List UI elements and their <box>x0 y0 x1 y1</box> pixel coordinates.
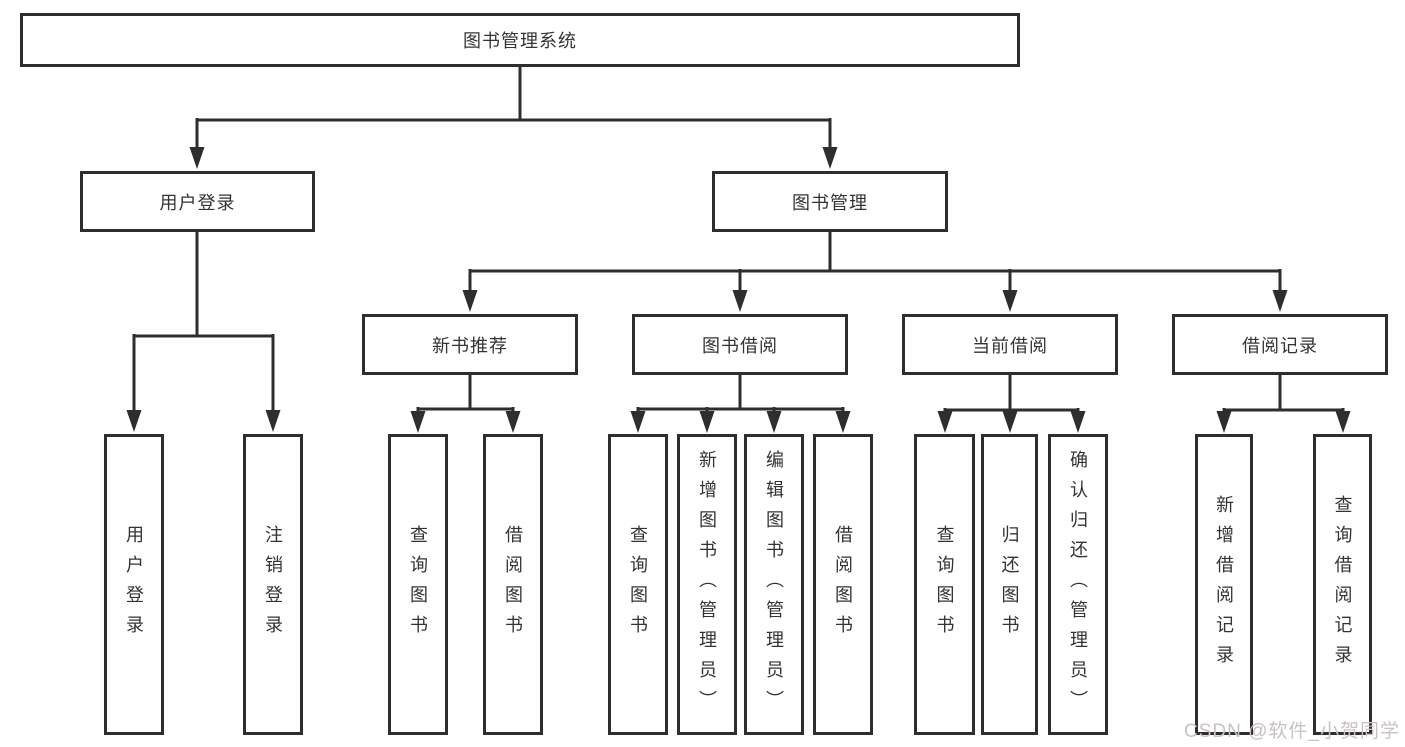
leaf-borrow-books-1: 借阅图书 <box>483 434 543 735</box>
node-label: 借阅记录 <box>1242 335 1318 356</box>
leaf-borrow-books-2: 借阅图书 <box>813 434 873 735</box>
node-label: 归还图书 <box>999 524 1020 645</box>
node-new-book-recommend: 新书推荐 <box>362 314 578 375</box>
arrowhead <box>732 290 748 312</box>
connector-root-to-level2 <box>195 67 832 150</box>
connector-current-to-leaves <box>943 375 1080 413</box>
node-label: 新增图书（管理员） <box>697 449 717 720</box>
node-label: 查询图书 <box>934 524 955 645</box>
connector-borrow-to-leaves <box>636 375 845 413</box>
arrowhead <box>822 147 838 169</box>
csdn-watermark: CSDN @软件_小贺同学 <box>1184 721 1400 742</box>
arrowhead <box>937 411 953 433</box>
leaf-add-borrow-record: 新增借阅记录 <box>1195 434 1253 735</box>
arrowhead <box>766 411 782 433</box>
arrowheads <box>126 147 1351 433</box>
node-label: 借阅图书 <box>833 524 853 645</box>
node-label: 用户登录 <box>159 192 236 213</box>
leaf-logout: 注销登录 <box>243 434 303 735</box>
arrowhead <box>126 410 142 432</box>
node-label: 当前借阅 <box>972 335 1048 356</box>
node-label: 图书管理系统 <box>463 31 577 51</box>
leaf-return-books: 归还图书 <box>981 434 1038 735</box>
leaf-confirm-return-admin: 确认归还（管理员） <box>1048 434 1108 735</box>
arrowhead <box>462 290 478 312</box>
arrowhead <box>410 411 426 433</box>
node-label: 确认归还（管理员） <box>1068 449 1088 720</box>
node-label: 图书借阅 <box>702 335 778 356</box>
node-label: 查询借阅记录 <box>1332 494 1353 675</box>
node-borrow-records: 借阅记录 <box>1172 314 1388 375</box>
leaf-query-books-1: 查询图书 <box>388 434 448 735</box>
node-current-borrow: 当前借阅 <box>902 314 1118 375</box>
arrowhead <box>505 411 521 433</box>
node-label: 新书推荐 <box>432 335 508 356</box>
arrowhead <box>699 411 715 433</box>
arrowhead <box>1070 411 1086 433</box>
leaf-query-books-2: 查询图书 <box>608 434 668 735</box>
node-book-management-branch: 图书管理 <box>712 171 948 232</box>
arrowhead <box>1272 290 1288 312</box>
node-root-system: 图书管理系统 <box>20 13 1020 67</box>
node-label: 编辑图书（管理员） <box>764 449 784 720</box>
arrowhead <box>630 411 646 433</box>
node-label: 借阅图书 <box>503 524 523 645</box>
node-label: 新增借阅记录 <box>1214 494 1234 675</box>
arrowhead <box>265 410 281 432</box>
node-label: 图书管理 <box>792 192 868 213</box>
node-label: 用户登录 <box>124 524 144 645</box>
arrowhead <box>189 147 205 169</box>
connector-newbook-to-leaves <box>416 375 515 413</box>
node-label: 查询图书 <box>408 524 428 645</box>
leaf-query-books-3: 查询图书 <box>914 434 975 735</box>
leaf-query-borrow-record: 查询借阅记录 <box>1313 434 1372 735</box>
leaf-user-login: 用户登录 <box>104 434 164 735</box>
arrowhead <box>1335 411 1351 433</box>
node-user-login-branch: 用户登录 <box>80 171 315 232</box>
connector-bookmgmt-to-level3 <box>468 232 1282 292</box>
node-label: 查询图书 <box>628 524 648 645</box>
leaf-edit-books-admin: 编辑图书（管理员） <box>744 434 804 735</box>
connector-records-to-leaves <box>1222 375 1345 413</box>
connector-userlogin-to-leaves <box>132 232 275 412</box>
arrowhead <box>1002 290 1018 312</box>
leaf-add-books-admin: 新增图书（管理员） <box>677 434 737 735</box>
arrowhead <box>1216 411 1232 433</box>
node-book-borrow: 图书借阅 <box>632 314 848 375</box>
node-label: 注销登录 <box>263 524 283 645</box>
arrowhead <box>835 411 851 433</box>
arrowhead <box>1002 411 1018 433</box>
